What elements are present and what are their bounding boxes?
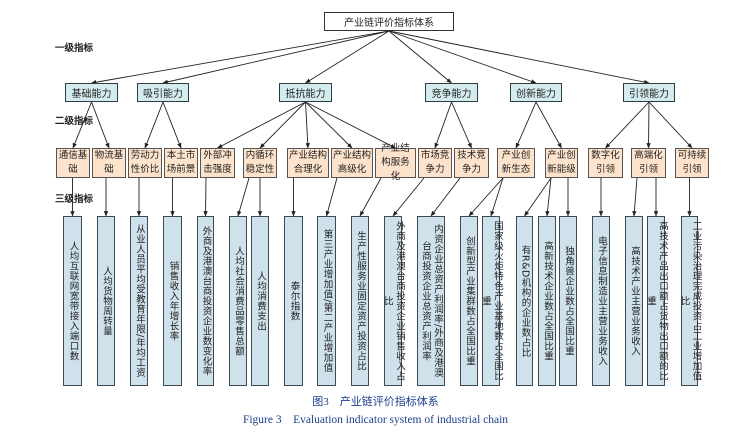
- level2-node: 产业创新能级: [545, 148, 578, 178]
- level2-node: 数字化引领: [588, 148, 623, 178]
- arrow-level1-to-level2: [72, 101, 92, 149]
- arrow-level2-to-level3: [392, 177, 425, 217]
- level2-node: 产业结构合理化: [287, 148, 329, 178]
- level3-node: 国家级火炬特色产业基地数占全国比重: [480, 216, 503, 386]
- arrow-level2-to-level3: [490, 177, 504, 217]
- level3-node: 有R&D机构的企业数占比: [516, 216, 533, 386]
- level2-node: 物流基础: [92, 148, 126, 178]
- arrow-root-to-level1: [162, 30, 390, 85]
- level-label-3: 三级指标: [55, 194, 94, 205]
- level2-node: 产业结构高级化: [331, 148, 373, 178]
- arrow-root-to-level1: [305, 30, 390, 84]
- arrow-level1-to-level2: [217, 101, 306, 149]
- level3-node: 生产性服务业固定资产投资占比: [351, 216, 369, 386]
- arrow-level1-to-level2: [305, 101, 353, 149]
- arrow-level1-to-level2: [144, 101, 164, 149]
- level1-node: 基础能力: [65, 83, 118, 102]
- arrow-level2-to-level3: [545, 177, 552, 217]
- level3-node: 人均消费支出: [251, 216, 269, 386]
- level2-node: 可持续引领: [675, 148, 709, 178]
- level3-node: 人均互联网宽带接入端口数: [63, 216, 82, 386]
- arrow-level1-to-level2: [259, 101, 306, 149]
- arrow-level2-to-level3: [524, 177, 552, 217]
- arrow-root-to-level1: [388, 30, 537, 84]
- arrow-level2-to-level3: [325, 177, 338, 217]
- arrow-level1-to-level2: [605, 101, 650, 149]
- level3-node: 人均货物周转量: [97, 216, 115, 386]
- level3-node: 人均社会消费品零售总额: [229, 216, 247, 386]
- level1-node: 创新能力: [510, 83, 562, 102]
- level3-node: 高新技术企业数占全国比重: [538, 216, 556, 386]
- arrow-level1-to-level2: [162, 101, 182, 149]
- arrow-root-to-level1: [388, 30, 650, 85]
- arrow-level2-to-level3: [359, 177, 382, 217]
- level2-node: 本土市场前景: [164, 148, 198, 178]
- level2-node: 产业结构服务化: [375, 143, 416, 182]
- level3-node: 外商及港澳台商投资企业数变化率: [197, 216, 214, 386]
- level1-node: 抵抗能力: [279, 83, 332, 102]
- arrow-level2-to-level3: [237, 177, 250, 217]
- level3-node: 创新型产业集群数占全国比重: [460, 216, 478, 386]
- level3-node: 电子信息制造业主营业务收入: [592, 216, 610, 386]
- level2-node: 内循环稳定性: [243, 148, 277, 178]
- level3-node: 高技术产品出口额占货物出口额的比重: [645, 216, 668, 386]
- level3-node: 销售收入年增长率: [163, 216, 182, 386]
- arrow-level1-to-level2: [648, 101, 693, 149]
- level2-node: 高端化引领: [631, 148, 666, 178]
- arrow-level1-to-level2: [434, 101, 452, 149]
- level3-node: 工业污染治理完成投资占工业增加值比: [679, 216, 702, 386]
- arrow-level1-to-level2: [91, 101, 110, 149]
- arrow-root-to-level1: [90, 30, 390, 85]
- level2-node: 通信基础: [56, 148, 90, 178]
- level1-node: 吸引能力: [137, 83, 189, 102]
- arrow-root-to-level1: [388, 30, 452, 84]
- arrow-level1-to-level2: [515, 101, 537, 149]
- level3-node: 从业人员平均受教育年限/年均工资: [130, 216, 148, 386]
- arrow-level1-to-level2: [535, 101, 562, 149]
- level3-node: 独角兽企业数占全国比重: [559, 216, 577, 386]
- arrow-level2-to-level3: [632, 177, 638, 217]
- level2-node: 劳动力性价比: [128, 148, 162, 178]
- level-label-1: 一级指标: [55, 43, 94, 54]
- level2-node: 外部冲击强度: [200, 148, 235, 178]
- level2-node: 产业创新生态: [497, 148, 535, 178]
- arrow-level2-to-level3: [203, 177, 208, 217]
- caption-chinese: 图3 产业链评价指标体系: [312, 396, 439, 408]
- level-label-2: 二级指标: [55, 116, 94, 127]
- arrow-level2-to-level3: [468, 177, 504, 217]
- level2-node: 技术竞争力: [454, 148, 489, 178]
- arrow-level2-to-level3: [430, 177, 461, 217]
- level1-node: 引领能力: [623, 83, 675, 102]
- level3-node: 内资企业总资产利润率/外商及港澳台商投资企业总资产利润率: [417, 216, 445, 386]
- arrow-level1-to-level2: [646, 101, 651, 149]
- arrow-level1-to-level2: [305, 101, 396, 149]
- level3-node: 泰尔指数: [284, 216, 303, 386]
- caption-english: Figure 3 Evaluation indicator system of …: [242, 414, 509, 426]
- level2-node: 市场竞争力: [418, 148, 452, 178]
- level3-node: 外商及港澳台商投资企业销售收入占比: [382, 216, 405, 386]
- arrow-level1-to-level2: [451, 101, 472, 149]
- level3-node: 第三产业增加值/第二产业增加值: [317, 216, 336, 386]
- root-node: 产业链评价指标体系: [324, 12, 454, 31]
- arrow-level1-to-level2: [305, 101, 310, 149]
- level3-node: 高技术产业主营业务收入: [625, 216, 643, 386]
- level1-node: 竞争能力: [425, 83, 478, 102]
